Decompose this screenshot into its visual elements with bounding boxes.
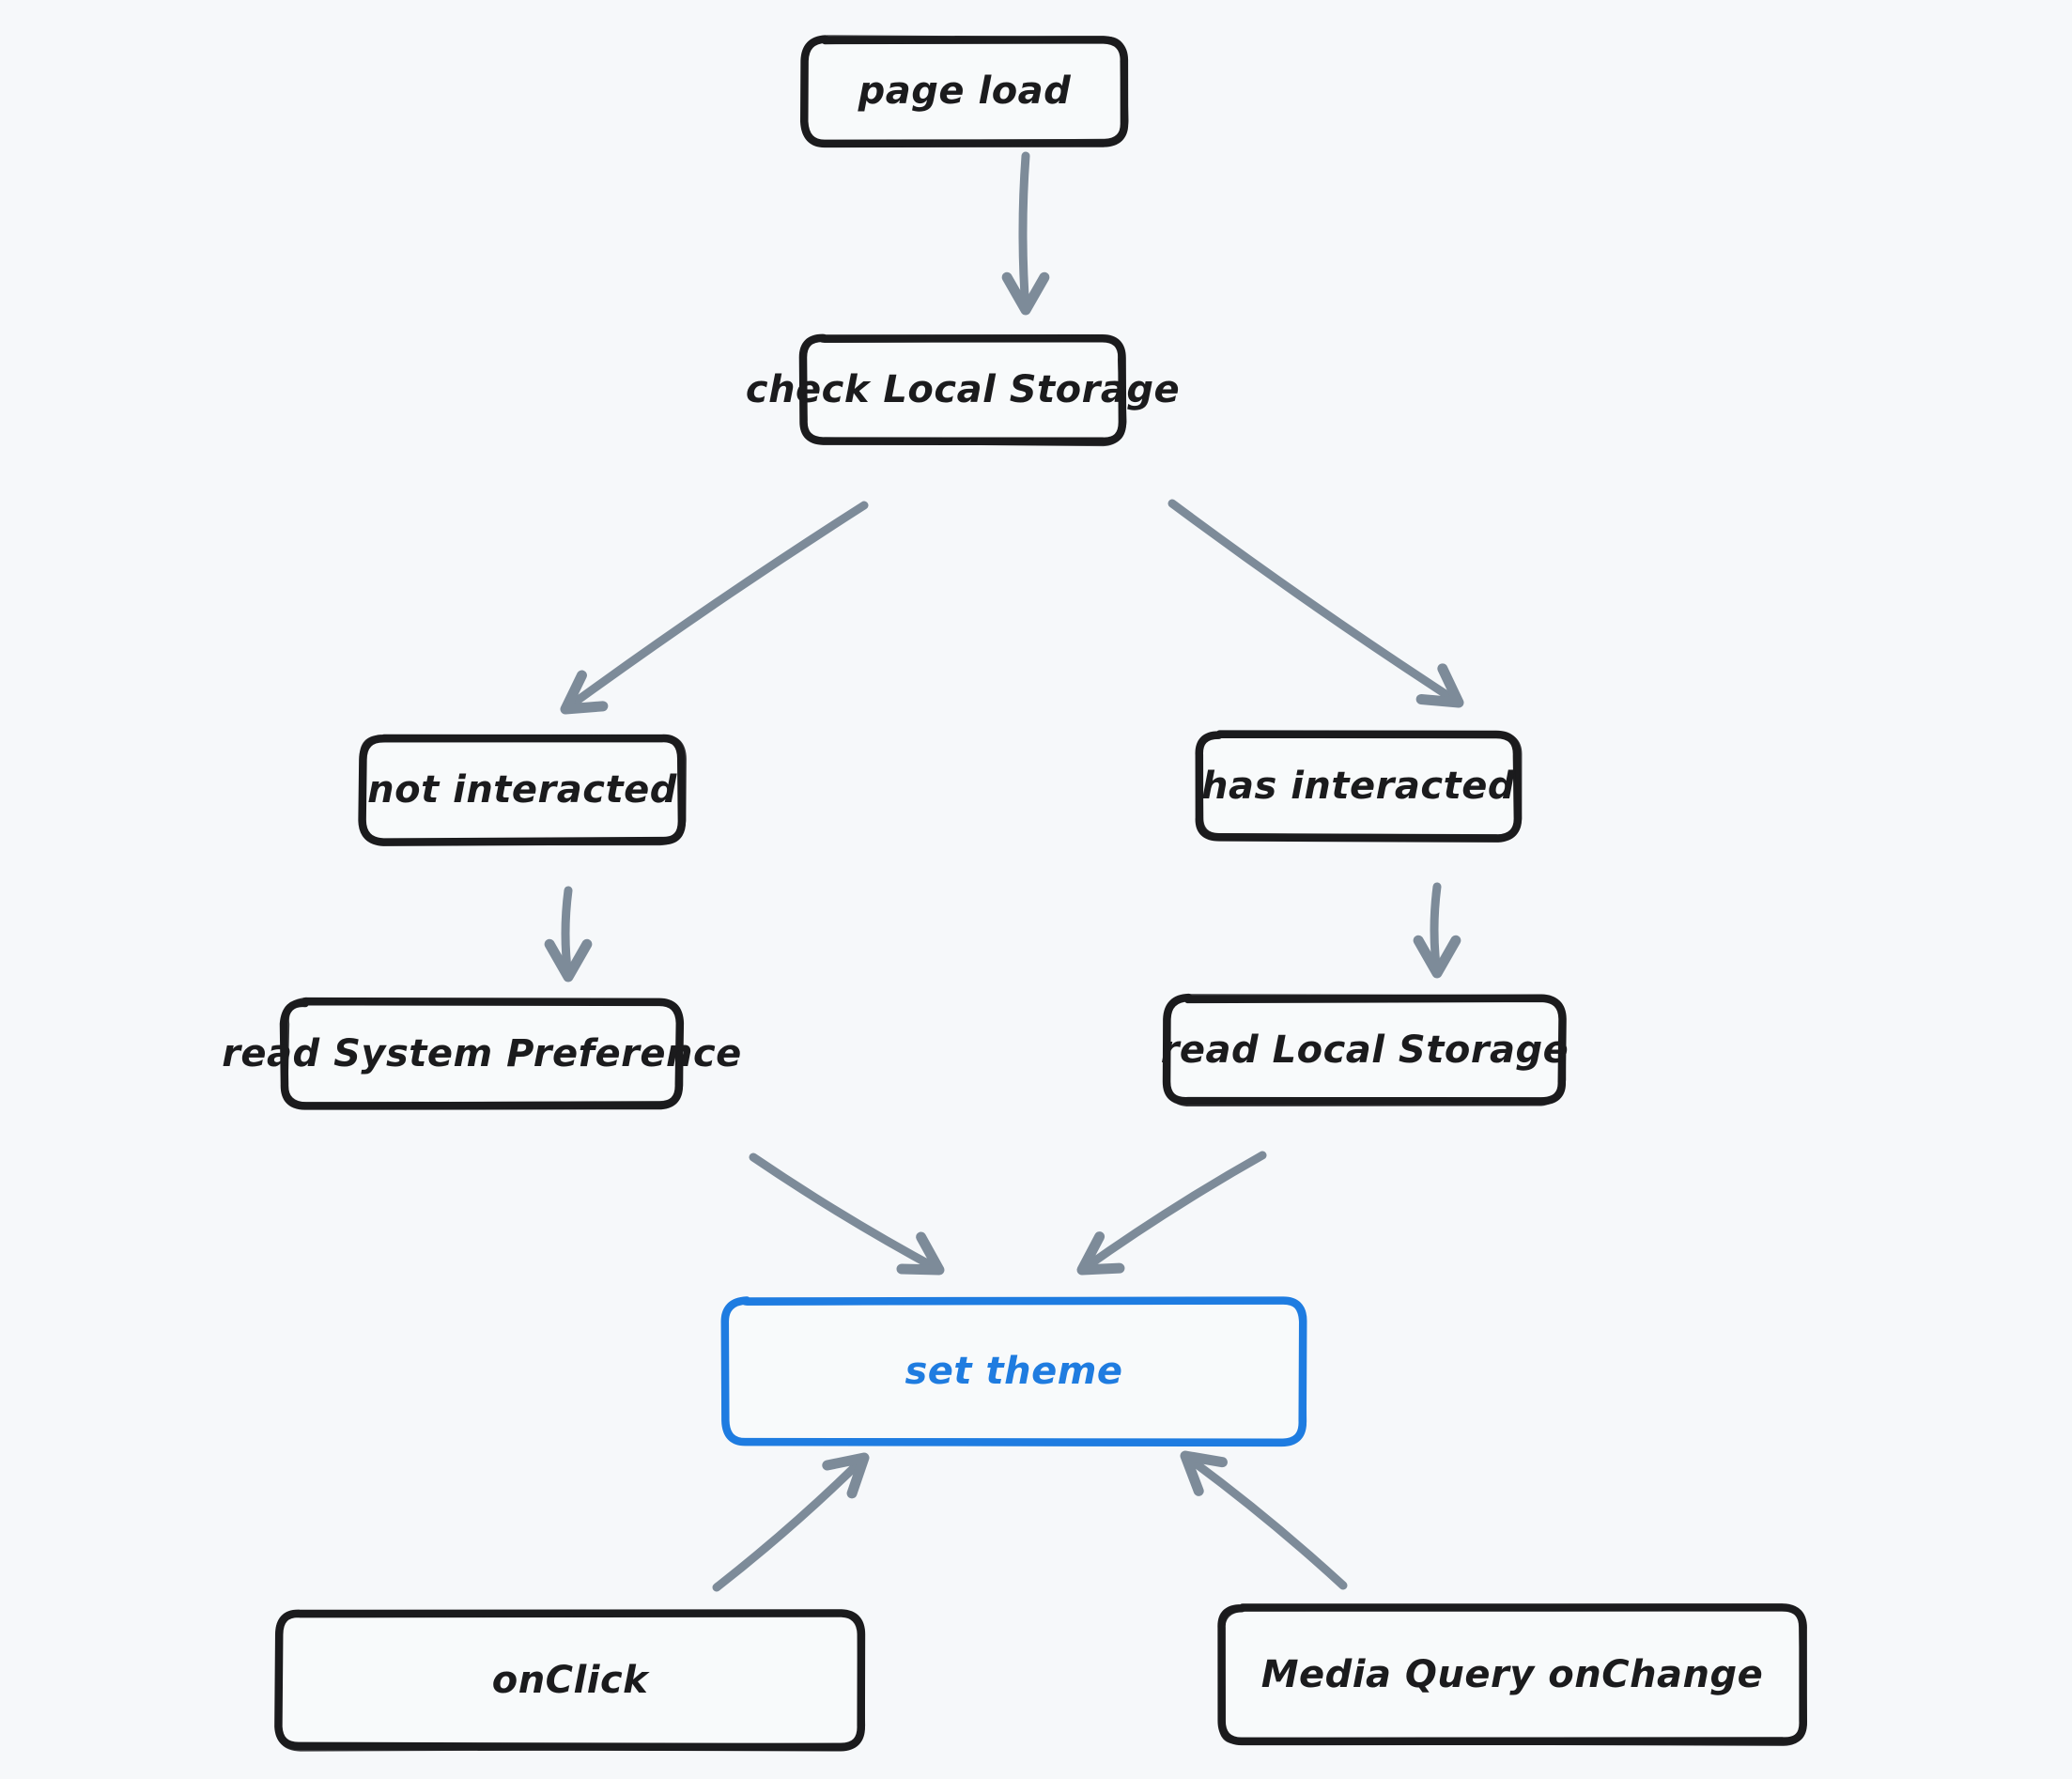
flow-node-not-interacted[interactable]: not interacted bbox=[358, 734, 687, 846]
edges-layer bbox=[544, 151, 1464, 1592]
node-label: set theme bbox=[905, 1350, 1122, 1393]
arrow-head-icon bbox=[1180, 1450, 1228, 1496]
node-label: page load bbox=[858, 70, 1072, 113]
flow-arrow bbox=[560, 501, 869, 715]
flow-node-set-theme[interactable]: set theme bbox=[720, 1296, 1307, 1447]
arrow-shaft bbox=[1077, 1151, 1267, 1275]
node-label: onClick bbox=[492, 1659, 650, 1702]
node-fill bbox=[362, 738, 682, 843]
node-outline bbox=[1163, 994, 1567, 1107]
flow-arrow bbox=[1413, 882, 1461, 979]
flow-node-on-click[interactable]: onClick bbox=[274, 1609, 866, 1752]
flow-arrow bbox=[1001, 151, 1050, 316]
flow-arrow bbox=[712, 1452, 870, 1592]
flow-node-page-load[interactable]: page load bbox=[800, 35, 1129, 148]
node-outline bbox=[799, 334, 1127, 447]
arrow-head-icon bbox=[1415, 663, 1464, 708]
arrow-shaft bbox=[1018, 151, 1030, 315]
flow-arrow bbox=[1076, 1151, 1267, 1276]
node-outline bbox=[800, 35, 1129, 147]
node-outline bbox=[274, 1609, 866, 1752]
arrow-head-icon bbox=[1076, 1231, 1125, 1276]
node-label: not interacted bbox=[367, 768, 677, 812]
flow-node-check-local-storage[interactable]: check Local Storage bbox=[746, 333, 1180, 447]
node-fill bbox=[724, 1300, 1304, 1443]
node-outline bbox=[359, 735, 687, 846]
node-outline bbox=[721, 1296, 1307, 1446]
node-fill bbox=[1198, 734, 1518, 839]
flow-arrow bbox=[544, 886, 593, 982]
node-outline bbox=[281, 997, 684, 1109]
node-fill bbox=[802, 337, 1122, 441]
node-fill bbox=[1221, 1607, 1803, 1741]
arrow-shaft bbox=[749, 1152, 944, 1275]
node-label: read System Preference bbox=[222, 1032, 742, 1075]
arrow-shaft bbox=[1167, 499, 1463, 707]
node-label: has interacted bbox=[1201, 765, 1515, 808]
flow-arrow bbox=[749, 1152, 945, 1276]
arrow-head-icon bbox=[1413, 935, 1461, 979]
nodes-layer: page load check Local Storage not interact… bbox=[222, 35, 1808, 1752]
flow-arrow bbox=[1180, 1450, 1348, 1590]
node-fill bbox=[284, 1001, 680, 1106]
arrow-shaft bbox=[1181, 1451, 1348, 1590]
arrow-head-icon bbox=[822, 1452, 870, 1499]
arrow-head-icon bbox=[544, 938, 593, 982]
node-label: Media Query onChange bbox=[1261, 1653, 1764, 1696]
flow-node-has-interacted[interactable]: has interacted bbox=[1195, 730, 1523, 843]
node-fill bbox=[804, 39, 1124, 144]
node-fill bbox=[1167, 998, 1563, 1102]
flow-node-read-local-storage[interactable]: read Local Storage bbox=[1161, 993, 1569, 1107]
flow-node-media-query-on-change[interactable]: Media Query onChange bbox=[1217, 1603, 1808, 1746]
node-label: check Local Storage bbox=[746, 368, 1180, 411]
node-label: read Local Storage bbox=[1161, 1029, 1569, 1072]
flow-node-read-system-preference[interactable]: read System Preference bbox=[222, 997, 742, 1110]
arrow-head-icon bbox=[1001, 271, 1050, 316]
node-fill bbox=[278, 1613, 861, 1748]
node-outline bbox=[1218, 1603, 1808, 1746]
arrow-head-icon bbox=[560, 670, 609, 715]
arrow-shaft bbox=[712, 1453, 869, 1592]
arrow-shaft bbox=[561, 501, 869, 714]
arrow-head-icon bbox=[896, 1231, 945, 1276]
node-outline bbox=[1196, 731, 1523, 842]
flow-arrow bbox=[1167, 499, 1464, 708]
